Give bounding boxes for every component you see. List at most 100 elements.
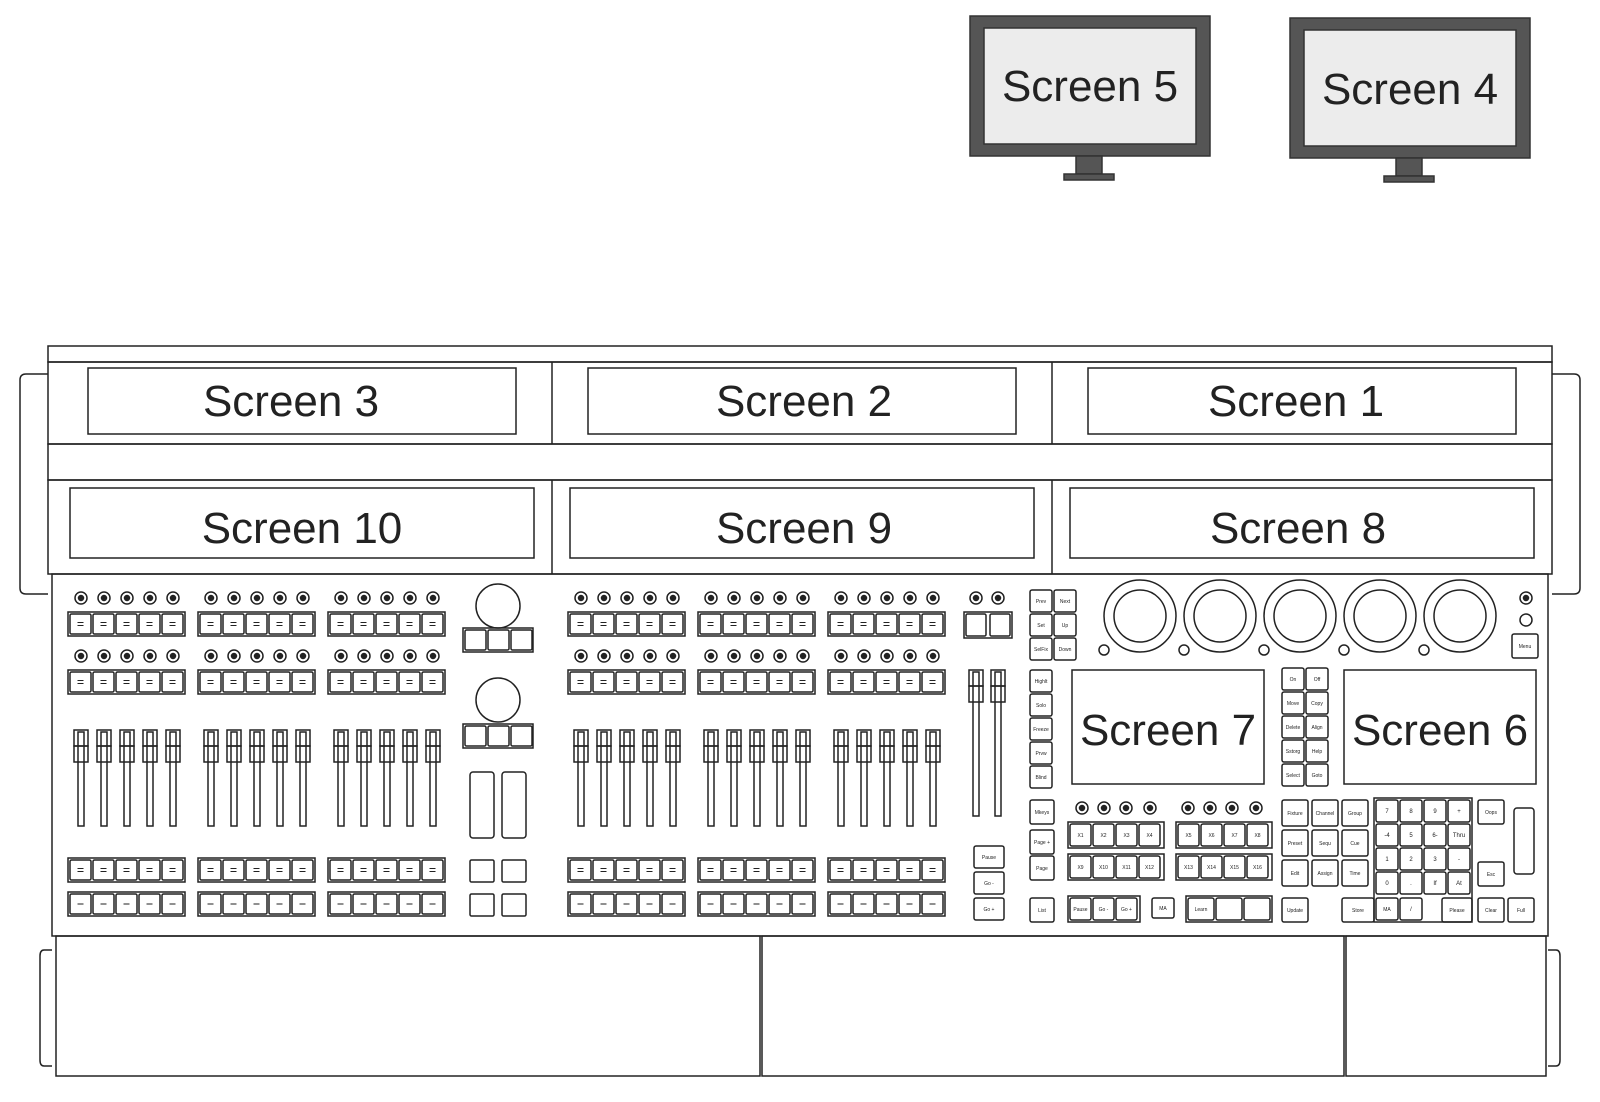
function-key[interactable] [1341,799,1369,827]
executor-key[interactable] [161,859,184,881]
key-row-frame[interactable] [462,627,534,653]
executor-key[interactable] [291,671,314,693]
function-key[interactable] [1246,823,1269,847]
executor-key[interactable] [829,613,852,635]
executor-key[interactable] [138,859,161,881]
executor-key[interactable] [615,671,638,693]
key-row-frame[interactable] [1175,821,1273,849]
executor-key[interactable] [329,893,352,915]
executor-key[interactable] [722,859,745,881]
executor-key[interactable] [268,613,291,635]
executor-key[interactable] [245,671,268,693]
executor-key[interactable] [421,671,444,693]
key-row-frame[interactable] [1067,853,1165,881]
executor-key[interactable] [965,613,987,637]
executor-key[interactable] [852,671,875,693]
executor-key[interactable] [921,893,944,915]
function-key[interactable] [1177,823,1200,847]
function-key[interactable] [1029,897,1055,923]
executor-key[interactable] [852,859,875,881]
executor-key[interactable] [291,859,314,881]
executor-key[interactable] [501,859,527,883]
executor-key[interactable] [898,671,921,693]
key-row-frame[interactable] [1175,853,1273,881]
function-key[interactable] [1447,823,1471,847]
function-key[interactable] [1375,823,1399,847]
executor-key[interactable] [398,671,421,693]
function-key[interactable] [1375,871,1399,895]
function-key[interactable] [1200,855,1223,879]
function-key[interactable] [1029,589,1053,613]
executor-key[interactable] [898,613,921,635]
function-key[interactable] [1138,823,1161,847]
function-key[interactable] [1423,799,1447,823]
function-key[interactable] [1029,799,1055,825]
executor-key[interactable] [115,613,138,635]
function-key[interactable] [1053,637,1077,661]
function-key[interactable] [1441,897,1473,923]
executor-key[interactable] [222,671,245,693]
executor-key[interactable] [791,893,814,915]
function-key[interactable] [1092,855,1115,879]
executor-key[interactable] [421,893,444,915]
executor-key[interactable] [722,671,745,693]
key-row-frame[interactable] [197,857,316,883]
function-key[interactable] [1029,637,1053,661]
function-key[interactable] [1447,847,1471,871]
function-key[interactable] [1281,897,1309,923]
executor-key[interactable] [291,893,314,915]
function-key[interactable] [1115,897,1138,921]
executor-key[interactable] [469,893,495,917]
executor-key[interactable] [291,613,314,635]
executor-key[interactable] [510,725,533,747]
function-key[interactable] [1477,799,1505,825]
executor-key[interactable] [638,859,661,881]
executor-key[interactable] [161,613,184,635]
executor-key[interactable] [898,859,921,881]
key-row-frame[interactable] [462,723,534,749]
executor-key[interactable] [222,859,245,881]
executor-key[interactable] [487,629,510,651]
key-row-frame[interactable] [963,611,1013,639]
function-key[interactable] [1447,799,1471,823]
function-key[interactable] [1305,763,1329,787]
executor-key[interactable] [661,859,684,881]
executor-key[interactable] [745,671,768,693]
function-key[interactable] [1311,799,1339,827]
key-row-frame[interactable] [327,857,446,883]
key-row-frame[interactable] [197,611,316,637]
executor-key[interactable] [268,893,291,915]
executor-key[interactable] [569,613,592,635]
function-key[interactable] [1223,855,1246,879]
function-key[interactable] [1177,855,1200,879]
key-row-frame[interactable] [827,611,946,637]
executor-key[interactable] [375,671,398,693]
function-key[interactable] [1281,715,1305,739]
executor-key[interactable] [592,859,615,881]
key-row-frame[interactable] [697,891,816,917]
executor-key[interactable] [92,671,115,693]
executor-key[interactable] [921,859,944,881]
executor-key[interactable] [245,613,268,635]
executor-key[interactable] [375,859,398,881]
executor-key[interactable] [375,893,398,915]
key-row-frame[interactable] [827,669,946,695]
executor-key[interactable] [245,859,268,881]
function-key[interactable] [1423,871,1447,895]
executor-key[interactable] [592,613,615,635]
function-key[interactable] [1399,847,1423,871]
function-key[interactable] [973,845,1005,869]
executor-key[interactable] [638,613,661,635]
executor-key[interactable] [464,725,487,747]
executor-key[interactable] [745,859,768,881]
executor-key[interactable] [875,859,898,881]
function-key[interactable] [1029,693,1053,717]
function-key[interactable] [1399,823,1423,847]
executor-key[interactable] [569,893,592,915]
executor-key[interactable] [745,613,768,635]
function-key[interactable] [1138,855,1161,879]
executor-key[interactable] [268,671,291,693]
function-key[interactable] [1053,613,1077,637]
key-row-frame[interactable] [567,611,686,637]
executor-key[interactable] [852,613,875,635]
